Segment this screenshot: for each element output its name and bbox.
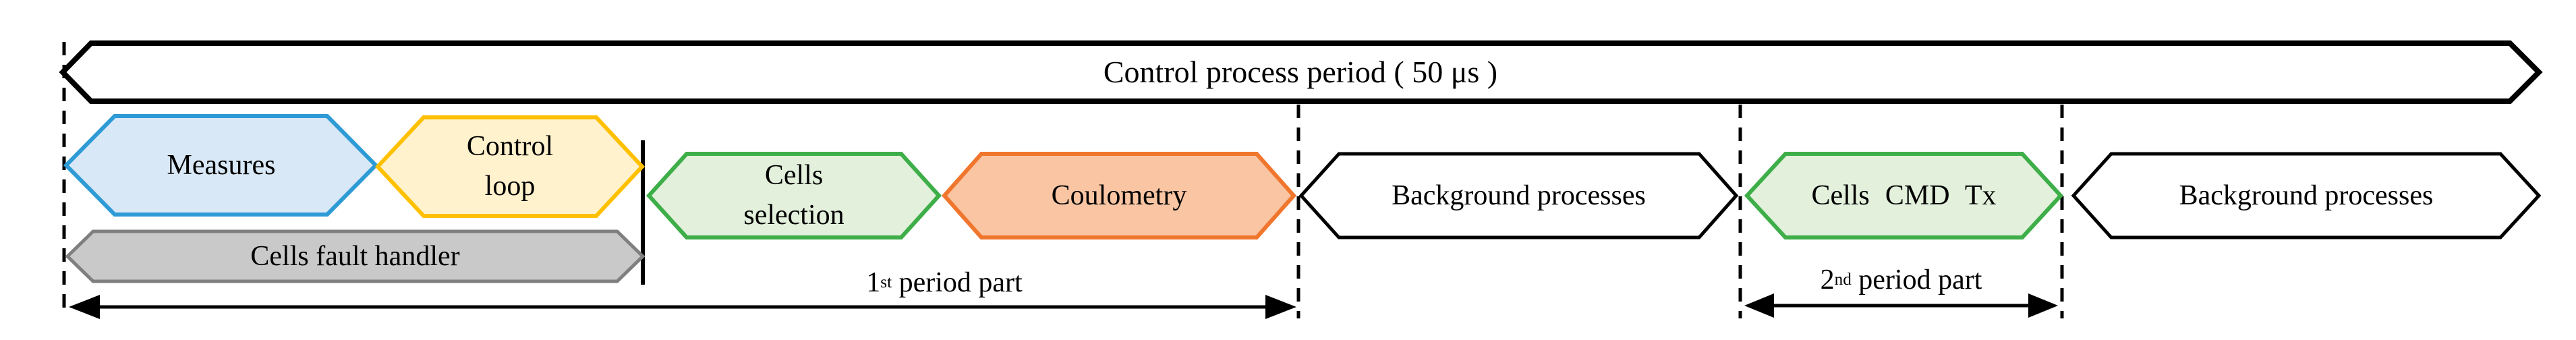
second-period-arrow	[1744, 293, 2058, 318]
control-process-period-shape	[59, 40, 2543, 104]
measures-shape	[63, 114, 379, 217]
first-period-arrow	[69, 295, 1296, 319]
coulometry-shape	[941, 152, 1297, 239]
first-period-arrow-right-head	[1265, 295, 1296, 319]
cells-cmd-tx-shape	[1744, 152, 2064, 239]
background-processes-2-shape	[2071, 152, 2542, 239]
cells-fault-handler-shape	[65, 229, 646, 283]
control-loop-shape	[374, 115, 646, 218]
second-period-arrow-left-head	[1744, 293, 1774, 318]
second-period-arrow-right-head	[2028, 293, 2058, 318]
cells-selection-shape	[646, 152, 942, 239]
first-period-arrow-left-head	[69, 295, 100, 319]
background-processes-1-shape	[1298, 152, 1739, 239]
